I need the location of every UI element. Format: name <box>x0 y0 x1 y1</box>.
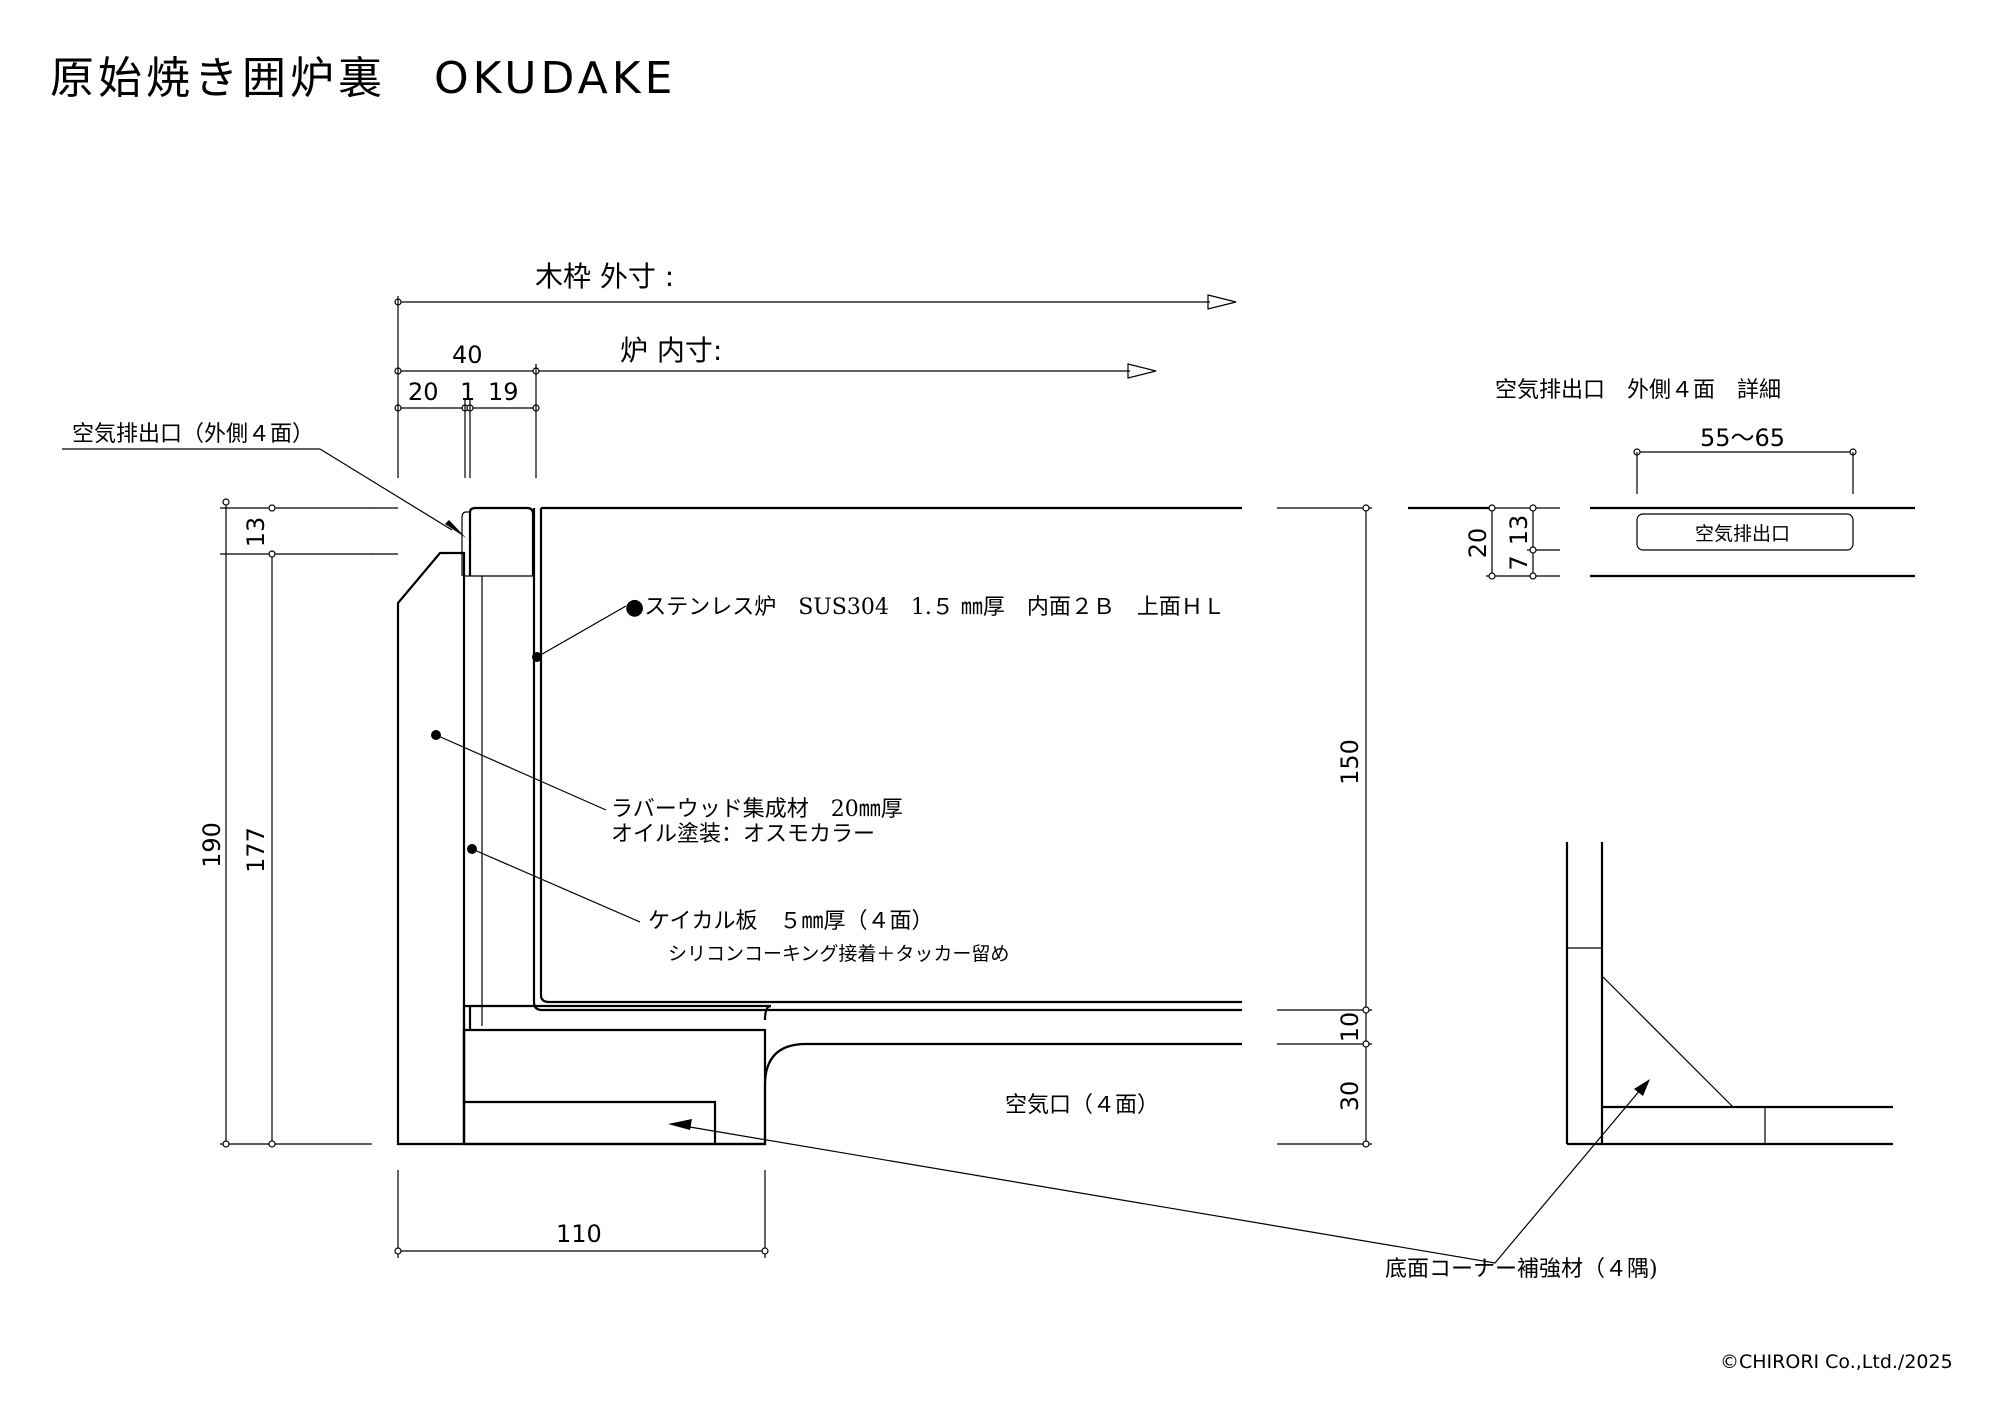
detail-width: 55～65 <box>1700 424 1785 452</box>
bottom-frame <box>462 1029 1242 1146</box>
dim-10: 10 <box>1336 1012 1364 1043</box>
inner-dimension: 炉 内寸: <box>394 334 1157 379</box>
outer-dimension: 木枠 外寸 : <box>394 260 1237 310</box>
vent-slot <box>1636 513 1854 551</box>
right-dimensions: 150 10 30 <box>1277 504 1372 1148</box>
dim-110: 110 <box>556 1220 602 1248</box>
arrow-icon <box>668 1119 692 1130</box>
top-sub-dimensions: 20 1 19 <box>394 296 540 478</box>
dim-150: 150 <box>1336 739 1364 785</box>
dim-40: 40 <box>452 341 483 369</box>
corner-callout: 底面コーナー補強材（４隅) <box>668 1079 1658 1282</box>
left-dimensions: 190 13 177 <box>198 498 372 1148</box>
dim-190: 190 <box>198 822 226 868</box>
arrow-icon <box>445 520 466 538</box>
air-inlet-label: 空気口（４面） <box>1005 1093 1159 1118</box>
calcium-board <box>464 575 534 1026</box>
calcium-label-2: シリコンコーキング接着＋タッカー留め <box>668 943 1009 965</box>
copyright: ©CHIRORI Co.,Ltd./2025 <box>1720 1351 1953 1373</box>
rubberwood-label-1: ラバーウッド集成材 20㎜厚 <box>611 797 903 822</box>
arrow-right-icon <box>1127 363 1157 379</box>
vent-outer-callout: 空気排出口（外側４面） <box>62 422 466 538</box>
wood-frame <box>396 551 772 1146</box>
calcium-label-1: ケイカル板 ５㎜厚（４面） <box>648 909 934 934</box>
calcium-callout: ケイカル板 ５㎜厚（４面） シリコンコーキング接着＋タッカー留め <box>467 844 1009 965</box>
vent-outer-label: 空気排出口（外側４面） <box>72 422 314 447</box>
detail-title: 空気排出口 外側４面 詳細 <box>1495 378 1781 403</box>
inner-dim-label: 炉 内寸: <box>620 334 722 367</box>
dim-19: 19 <box>488 378 519 406</box>
arrow-icon <box>1634 1079 1650 1096</box>
corner-label: 底面コーナー補強材（４隅) <box>1385 1257 1658 1282</box>
stainless-pan <box>371 506 1242 1012</box>
stainless-callout: ●ステンレス炉 SUS304 1.５ ㎜厚 内面２Ｂ 上面ＨＬ <box>532 595 1225 662</box>
rubberwood-callout: ラバーウッド集成材 20㎜厚 オイル塗装：オスモカラー <box>431 730 903 847</box>
detail-dim-7: 7 <box>1505 555 1533 570</box>
outer-dim-label: 木枠 外寸 : <box>535 260 674 293</box>
vent-detail: 空気排出口 外側４面 詳細 55～65 空気排出口 20 13 7 <box>1408 378 1915 580</box>
bottom-dimension: 110 <box>394 1170 769 1258</box>
dim-30: 30 <box>1336 1081 1364 1112</box>
page-title: 原始焼き囲炉裏 OKUDAKE <box>50 53 676 104</box>
dim-13: 13 <box>242 517 270 548</box>
corner-detail <box>1565 842 1893 1146</box>
arrow-right-icon <box>1207 294 1237 310</box>
dim-1: 1 <box>460 378 475 406</box>
rubberwood-label-2: オイル塗装：オスモカラー <box>611 822 875 847</box>
detail-dim-13: 13 <box>1505 515 1533 546</box>
dim-20: 20 <box>408 378 439 406</box>
detail-dim-20: 20 <box>1464 528 1492 559</box>
vent-slot-label: 空気排出口 <box>1695 523 1790 545</box>
dim-177: 177 <box>242 827 270 873</box>
stainless-label: ●ステンレス炉 SUS304 1.５ ㎜厚 内面２Ｂ 上面ＨＬ <box>625 595 1225 620</box>
